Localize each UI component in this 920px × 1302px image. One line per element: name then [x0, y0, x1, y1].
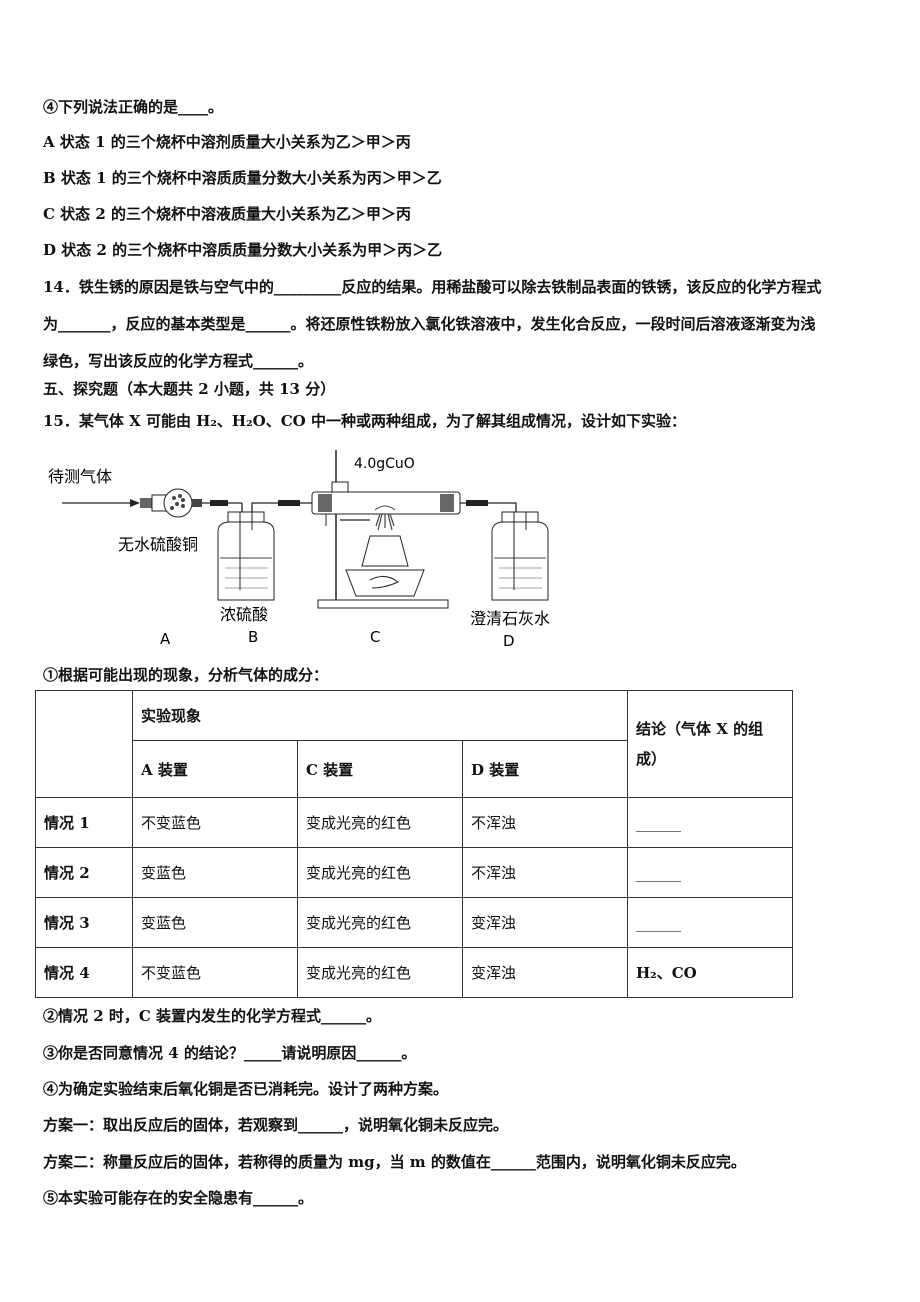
- cell-a: 不变蓝色: [132, 947, 298, 998]
- row-name: 情况 3: [35, 897, 133, 948]
- cell-d: 变浑浊: [462, 947, 628, 998]
- row-name: 情况 4: [35, 947, 133, 998]
- cell-d: 变浑浊: [462, 897, 628, 948]
- cell-c: 变成光亮的红色: [297, 947, 463, 998]
- col-c-header: C 装置: [297, 740, 463, 798]
- cell-result: ______: [627, 797, 793, 848]
- d-reagent-label: 澄清石灰水: [470, 609, 550, 628]
- table-row: 情况 3 变蓝色 变成光亮的红色 变浑浊 ______: [35, 897, 793, 948]
- row-name: 情况 2: [35, 847, 133, 898]
- letter-c: C: [370, 628, 380, 646]
- letter-b: B: [248, 628, 258, 646]
- device-b-washing-bottle: [217, 511, 275, 601]
- gas-label: 待测气体: [48, 467, 112, 486]
- q14-line-2: 为_______，反应的基本类型是______。将还原性铁粉放入氯化铁溶液中，发…: [43, 315, 816, 333]
- col-d-header: D 装置: [462, 740, 628, 798]
- q15-sub-2: ②情况 2 时，C 装置内发生的化学方程式______。: [43, 1007, 382, 1025]
- apparatus-diagram: 待测气体 无水硫酸铜 浓硫酸: [48, 450, 550, 650]
- q15-sub-4: ④为确定实验结束后氧化铜是否已消耗完。设计了两种方案。: [43, 1080, 449, 1098]
- cell-result: ______: [627, 847, 793, 898]
- q13-4-stem: ④下列说法正确的是____。: [43, 98, 224, 116]
- q13-4-option-d: D 状态 2 的三个烧杯中溶质质量分数大小关系为甲＞丙＞乙: [43, 241, 443, 259]
- q15-sub-3: ③你是否同意情况 4 的结论？_____请说明原因______。: [43, 1044, 417, 1062]
- cell-result: H₂、CO: [627, 947, 793, 998]
- phenomenon-header: 实验现象: [132, 690, 628, 741]
- a-reagent-label: 无水硫酸铜: [118, 535, 198, 554]
- q15-sub-1: ①根据可能出现的现象，分析气体的成分：: [43, 666, 329, 684]
- letter-d: D: [503, 632, 515, 650]
- q15-plan-2: 方案二：称量反应后的固体，若称得的质量为 mg，当 m 的数值在______范围…: [43, 1153, 746, 1171]
- col-a-header: A 装置: [132, 740, 298, 798]
- cell-d: 不浑浊: [462, 797, 628, 848]
- row-name: 情况 1: [35, 797, 133, 848]
- cuo-label: 4.0gCuO: [354, 456, 415, 472]
- table-row: 情况 1 不变蓝色 变成光亮的红色 不浑浊 ______: [35, 797, 793, 848]
- cell-d: 不浑浊: [462, 847, 628, 898]
- cell-a: 不变蓝色: [132, 797, 298, 848]
- cell-result: ______: [627, 897, 793, 948]
- q14-line-1: 14．铁生锈的原因是铁与空气中的_________反应的结果。用稀盐酸可以除去铁…: [43, 278, 822, 296]
- device-a-drying-tube: [140, 488, 202, 518]
- cell-c: 变成光亮的红色: [297, 897, 463, 948]
- gas-arrow-head: [130, 499, 140, 507]
- device-d-limewater-bottle: [491, 511, 549, 601]
- results-table: 实验现象 结论（气体 X 的组成） A 装置 C 装置 D 装置 情况 1 不变…: [35, 690, 793, 998]
- table-row: 情况 4 不变蓝色 变成光亮的红色 变浑浊 H₂、CO: [35, 947, 793, 998]
- cell-c: 变成光亮的红色: [297, 797, 463, 848]
- q15-stem: 15．某气体 X 可能由 H₂、H₂O、CO 中一种或两种组成，为了解其组成情况…: [43, 412, 686, 430]
- conclusion-header: 结论（气体 X 的组成）: [627, 690, 793, 798]
- cell-a: 变蓝色: [132, 847, 298, 898]
- b-reagent-label: 浓硫酸: [220, 605, 268, 624]
- table-corner-cell: [35, 690, 133, 798]
- cell-a: 变蓝色: [132, 897, 298, 948]
- device-c-heating-tube: [311, 450, 461, 609]
- q15-plan-1: 方案一：取出反应后的固体，若观察到______，说明氧化铜未反应完。: [43, 1116, 509, 1134]
- q13-4-option-c: C 状态 2 的三个烧杯中溶液质量大小关系为乙＞甲＞丙: [43, 205, 412, 223]
- table-row: 情况 2 变蓝色 变成光亮的红色 不浑浊 ______: [35, 847, 793, 898]
- letter-a: A: [160, 630, 171, 648]
- section-5-heading: 五、探究题（本大题共 2 小题，共 13 分）: [43, 380, 336, 398]
- cell-c: 变成光亮的红色: [297, 847, 463, 898]
- q13-4-option-b: B 状态 1 的三个烧杯中溶质质量分数大小关系为丙＞甲＞乙: [43, 169, 442, 187]
- q15-sub-5: ⑤本实验可能存在的安全隐患有______。: [43, 1189, 314, 1207]
- q13-4-option-a: A 状态 1 的三个烧杯中溶剂质量大小关系为乙＞甲＞丙: [43, 133, 411, 151]
- q14-line-3: 绿色，写出该反应的化学方程式______。: [43, 352, 314, 370]
